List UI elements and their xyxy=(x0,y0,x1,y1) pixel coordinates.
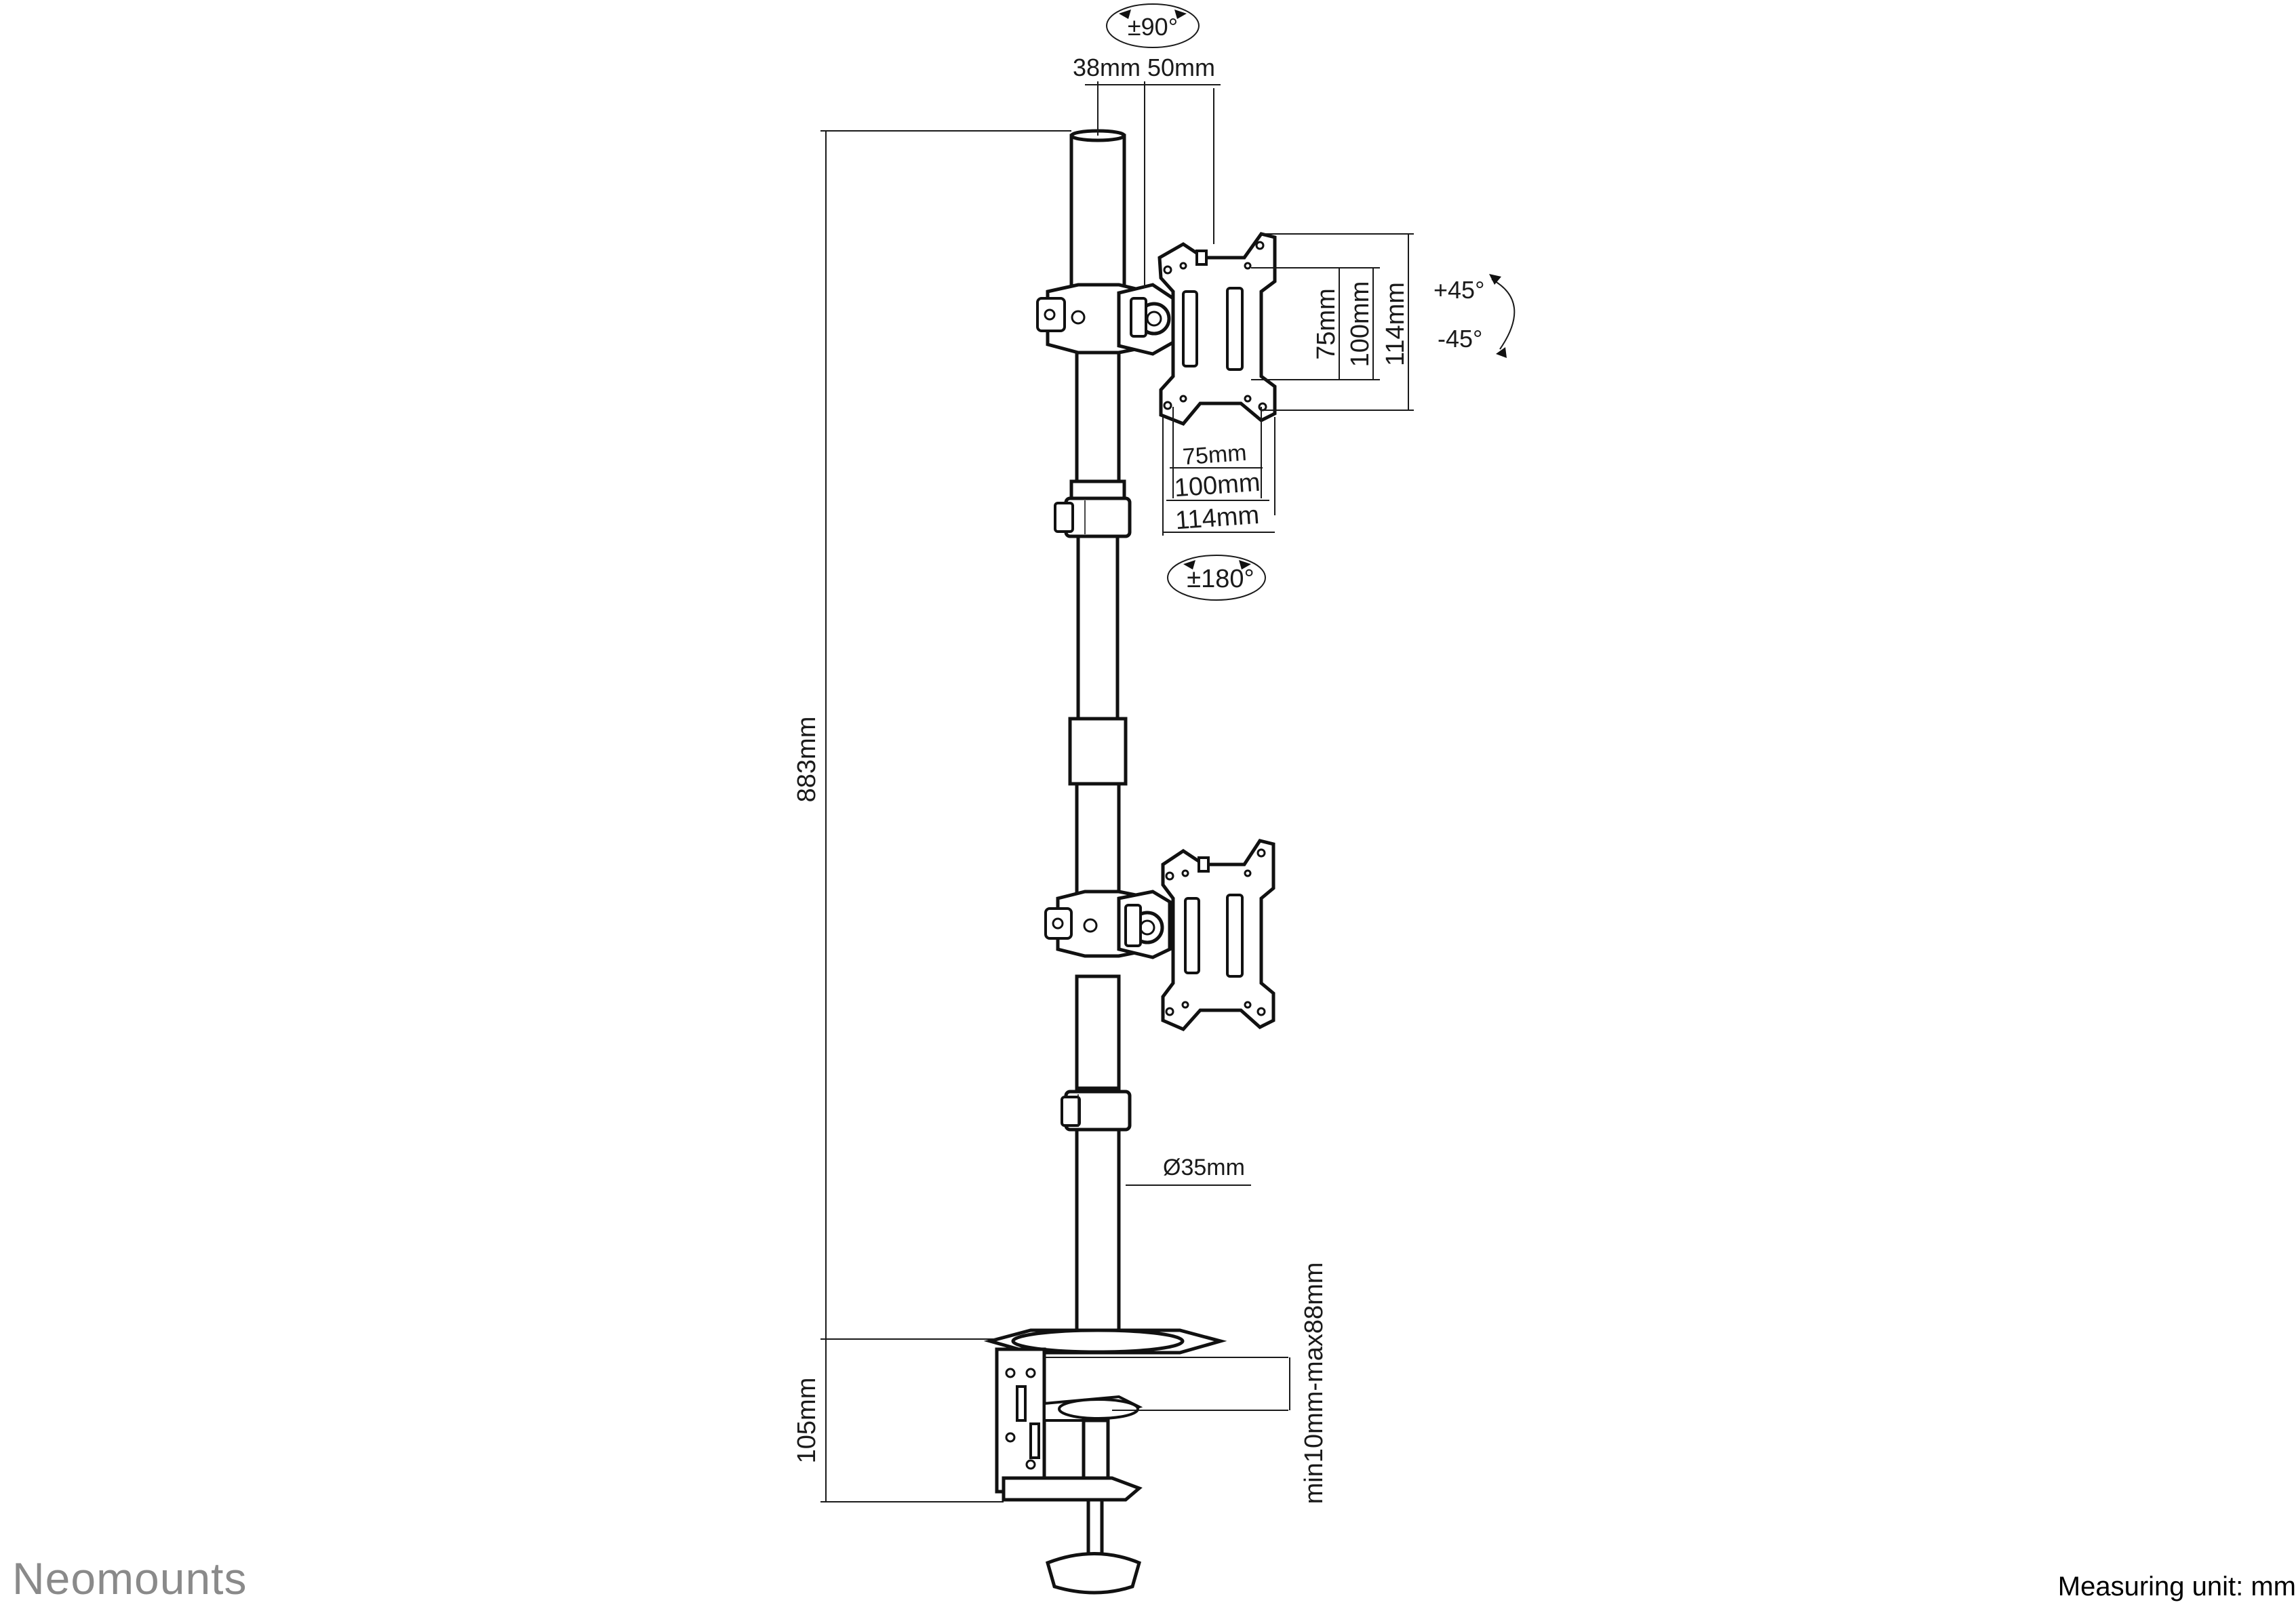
offset-a-label: 38mm xyxy=(1073,54,1141,81)
height-collar-upper xyxy=(1054,496,1132,538)
measuring-unit-note: Measuring unit: mm xyxy=(2057,1572,2296,1601)
vesa-v-75-label: 75mm xyxy=(1312,288,1341,360)
vesa-h-114-label: 114mm xyxy=(1174,501,1261,536)
vesa-v-100-label: 100mm xyxy=(1346,281,1374,367)
tilt-up-label: +45° xyxy=(1433,276,1484,304)
brand-logo: Neomounts xyxy=(12,1553,248,1604)
lower-vesa-plate xyxy=(1161,839,1275,1032)
offset-b-label: 50mm xyxy=(1147,54,1215,81)
upper-arm-clamp xyxy=(1036,283,1175,356)
dimension-lines xyxy=(820,81,1414,1502)
rotation-indicators xyxy=(1106,3,1516,601)
upper-vesa-plate xyxy=(1157,232,1277,426)
rotation-top-label: ±90° xyxy=(1128,13,1178,41)
height-total-label: 883mm xyxy=(793,717,821,803)
desk-clamp xyxy=(983,1328,1227,1595)
vesa-h-100-label: 100mm xyxy=(1173,469,1261,503)
dimension-labels: ±90° 38mm 50mm 883mm 105mm min10mm-max88… xyxy=(793,13,1484,1504)
desk-thickness-label: min10mm-max88mm xyxy=(1300,1262,1328,1505)
vesa-v-114-label: 114mm xyxy=(1381,282,1410,366)
swivel-label: ±180° xyxy=(1187,565,1254,593)
vesa-h-75-label: 75mm xyxy=(1182,440,1248,470)
lower-arm-clamp xyxy=(1044,890,1172,959)
pole-diameter-label: Ø35mm xyxy=(1163,1155,1245,1180)
height-collar-lower xyxy=(1061,1090,1132,1132)
tilt-down-label: -45° xyxy=(1438,325,1482,353)
clamp-height-label: 105mm xyxy=(793,1378,821,1464)
